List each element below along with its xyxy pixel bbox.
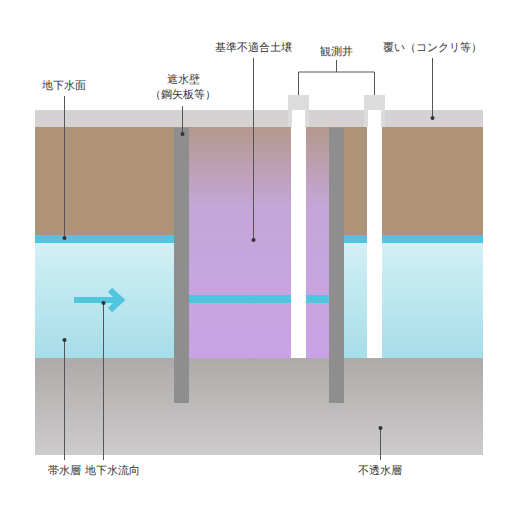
well-cap-inner (292, 110, 305, 127)
callout-label: 観測井 (320, 44, 353, 59)
leader-dots (63, 116, 435, 430)
callout-label: 覆い（コンクリ等） (383, 40, 482, 55)
callout-label: 基準不適合土壌 (215, 40, 292, 55)
cutoff-wall (174, 128, 189, 403)
well-cap-inner (368, 110, 381, 127)
callout-label: 不透水層 (358, 463, 402, 478)
leader-lines (65, 58, 433, 460)
callout-label: 帯水層 (48, 463, 81, 478)
impermeable-layer (35, 358, 483, 455)
cover (35, 110, 483, 127)
contaminated-soil (189, 127, 329, 358)
observation-well (367, 110, 382, 358)
callout-label: 地下水流向 (85, 463, 140, 478)
observation-well (291, 110, 306, 358)
well-cap (288, 95, 309, 127)
inner-water-table (189, 295, 329, 303)
well-cap (364, 95, 385, 127)
callout-label: 遮水壁 （鋼矢板等） (148, 72, 218, 102)
flow-arrow (74, 290, 121, 310)
callout-label: 地下水面 (42, 78, 86, 93)
cutoff-wall (329, 128, 344, 403)
